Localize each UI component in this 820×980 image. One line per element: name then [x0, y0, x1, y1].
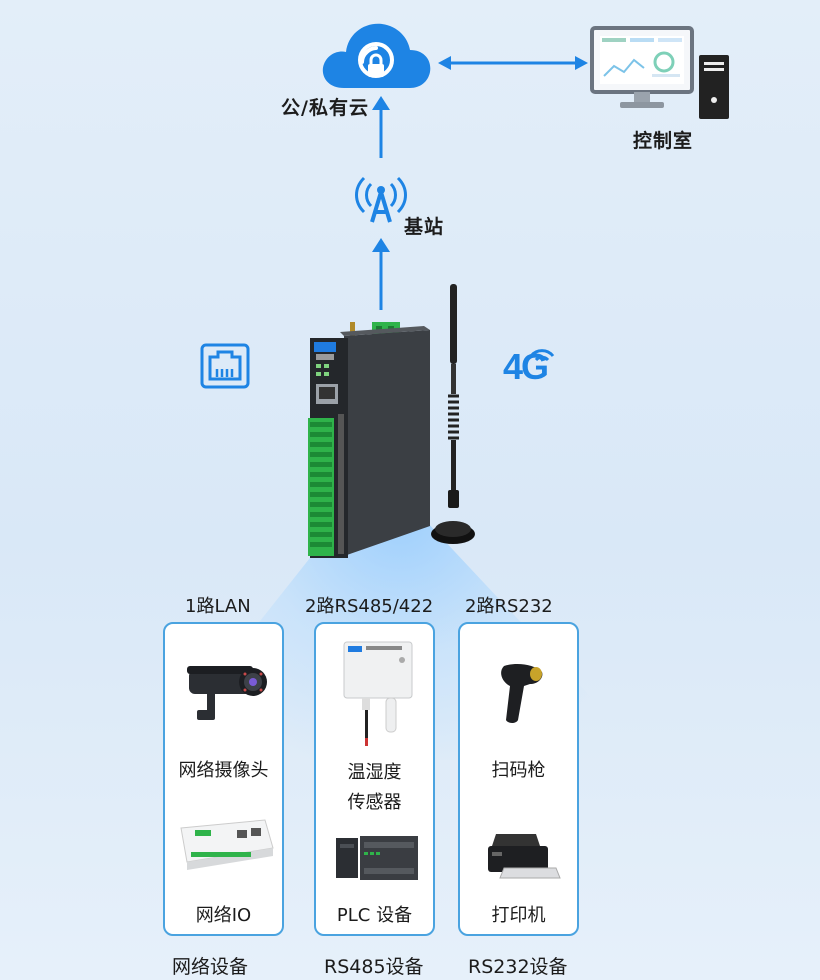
- device-label: PLC 设备: [336, 905, 413, 926]
- lan-interface-label: 1路LAN: [185, 596, 251, 617]
- signal-tower-icon: [355, 176, 407, 223]
- g4-label: 4G: [503, 346, 549, 387]
- device-label-line: 温湿度: [347, 762, 402, 783]
- up-arrow-icon: [372, 96, 390, 158]
- antenna-image: [431, 284, 475, 544]
- up-arrow-icon: [372, 238, 390, 310]
- device-label: 扫码枪: [491, 760, 546, 781]
- wifi-signal-icon: [529, 349, 555, 362]
- network-io-module-image: [180, 819, 274, 870]
- rs485-interface-label: 2路RS485/422: [305, 596, 434, 617]
- cloud-label: 公/私有云: [281, 97, 369, 119]
- monitor-icon: [590, 26, 694, 108]
- gateway-device-image: [308, 322, 430, 558]
- ethernet-port-icon: [200, 343, 250, 389]
- rs232-device-card: 扫码枪 打印机: [458, 622, 579, 936]
- device-label: 温湿度: [316, 758, 433, 788]
- device-label-line: 传感器: [347, 792, 402, 813]
- cloud-icon: [322, 23, 431, 88]
- device-label: 传感器: [316, 788, 433, 818]
- rs485-device-card: 温湿度 传感器 PLC 设备: [314, 622, 435, 936]
- server-tower-icon: [699, 55, 729, 119]
- base-station-label: 基站: [404, 216, 445, 238]
- device-label: 打印机: [491, 905, 546, 926]
- ip-camera-image: [187, 666, 267, 720]
- bidirectional-arrow-icon: [438, 56, 588, 70]
- rs232-interface-label: 2路RS232: [465, 596, 553, 617]
- category-label: 网络设备: [172, 956, 249, 978]
- device-label: 网络IO: [195, 905, 252, 926]
- plc-device-image: [336, 836, 418, 880]
- device-label: 网络摄像头: [178, 760, 269, 781]
- temperature-humidity-sensor-image: [343, 641, 413, 746]
- control-room-label: 控制室: [633, 130, 694, 152]
- category-label: RS232设备: [468, 956, 568, 978]
- category-label: RS485设备: [324, 956, 424, 978]
- barcode-scanner-image: [501, 664, 543, 723]
- printer-image: [488, 834, 561, 879]
- network-device-card: 网络摄像头 网络IO: [163, 622, 284, 936]
